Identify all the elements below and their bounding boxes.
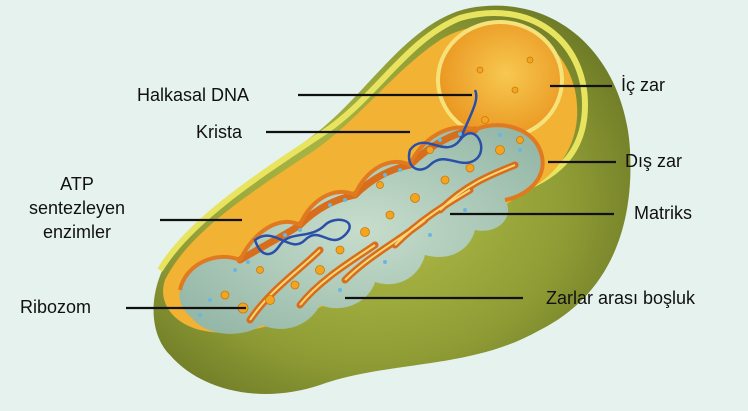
label-ic-zar: İç zar — [621, 74, 665, 96]
label-atp-line1: ATP — [8, 172, 146, 196]
label-ribozom: Ribozom — [20, 296, 91, 318]
label-atp-synthase: ATP sentezleyen enzimler — [8, 172, 146, 244]
label-matriks: Matriks — [634, 202, 692, 224]
label-atp-line2: sentezleyen — [8, 196, 146, 220]
label-krista: Krista — [196, 121, 242, 143]
label-atp-line3: enzimler — [8, 220, 146, 244]
label-dis-zar: Dış zar — [625, 150, 682, 172]
label-halkasal-dna: Halkasal DNA — [137, 84, 249, 106]
label-zarlar-arasi: Zarlar arası boşluk — [546, 287, 695, 309]
